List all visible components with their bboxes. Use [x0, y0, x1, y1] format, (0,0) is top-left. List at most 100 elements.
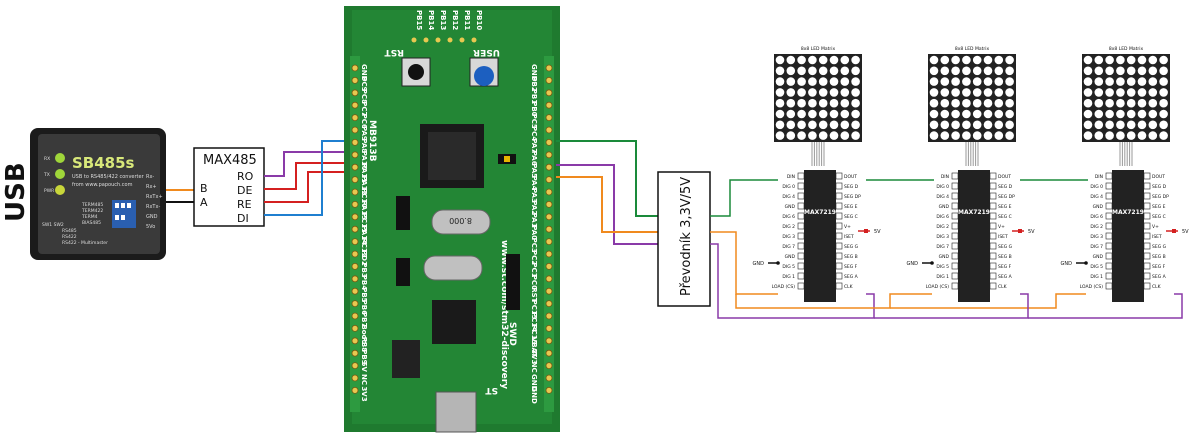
max7219-left-pin: DIG 6	[782, 214, 795, 220]
converter-led-label: PWR	[44, 188, 54, 194]
board-left-pin-label: PA14	[360, 225, 368, 245]
max7219-chip-icon	[804, 170, 836, 302]
board-right-pin-label: PC0	[530, 275, 538, 290]
max7219-right-pin: SEG A	[1152, 274, 1167, 280]
max7219-right-pin: ISET	[1152, 234, 1162, 240]
max7219-left-pin: LOAD (CS)	[926, 284, 950, 290]
max7219-right-pin: CLK	[844, 284, 854, 290]
max7219-right-pin: SEG F	[1152, 264, 1166, 270]
max7219-left-pin: DIN	[1095, 174, 1103, 180]
max7219-right-pin: SEG A	[844, 274, 859, 280]
wire-orange	[556, 176, 658, 233]
board-url: www.st.com/stm32-discovery	[499, 240, 509, 389]
board-right-pin-label: GND	[530, 374, 538, 392]
max485-pin-a: A	[200, 196, 208, 209]
board-left-pin-label: PA10	[360, 151, 368, 171]
max7219-right-pin: SEG D	[844, 184, 859, 190]
board-left-pin-label: PA9	[360, 126, 368, 141]
board-right-pin-label: GND	[530, 64, 538, 82]
max7219-right-pin: SEG C	[844, 214, 858, 220]
max7219-right-pin: ISET	[998, 234, 1008, 240]
max7219-right-pin: SEG E	[1152, 204, 1166, 210]
max7219-right-pin: SEG G	[998, 244, 1013, 250]
board-swd-label: SWD	[507, 322, 517, 346]
board-top-pin-label: PB14	[427, 10, 435, 30]
converter-side-label: GND	[146, 214, 158, 220]
max7219-right-pin: DOUT	[1152, 174, 1165, 180]
board-left-pin-label: PD2	[360, 250, 368, 266]
board-left-pin-label: GND	[360, 64, 368, 82]
max7219-right-pin: SEG F	[844, 264, 858, 270]
board-right-pin-label: PA3	[530, 188, 538, 203]
vplus-5v-label: 5V	[1028, 229, 1035, 235]
board-left-pin-label: 3V3	[360, 386, 368, 401]
board-right-pin-label: PB2	[530, 76, 538, 91]
board-user-label: USER	[473, 47, 500, 57]
converter-switch-label: TERM4	[81, 214, 98, 220]
gnd-label: GND	[1061, 261, 1073, 267]
max7219-right-pin: SEG A	[998, 274, 1013, 280]
max7219-right-pin: ISET	[844, 234, 854, 240]
reset-button-icon	[408, 64, 424, 80]
board-right-pin-label: GND	[530, 386, 538, 404]
converter-led-label: TX	[43, 172, 50, 178]
max7219-left-pin: DIG 0	[782, 184, 795, 190]
max7219-right-pin: DOUT	[844, 174, 857, 180]
max7219-right-pin: SEG C	[998, 214, 1012, 220]
pwr-led-icon	[55, 185, 65, 195]
led-matrix-title: 8x8 LED Matrix	[1109, 46, 1144, 52]
max7219-left-pin: LOAD (CS)	[772, 284, 796, 290]
svg-text:ST: ST	[485, 385, 498, 395]
max7219-right-pin: V+	[998, 224, 1005, 230]
board-left-pin-label: PC6	[360, 114, 368, 129]
converter-url: from www.papouch.com	[72, 182, 133, 188]
board-right-pin-label: PA6	[530, 151, 538, 166]
max485-pin-de: DE	[237, 184, 252, 197]
max7219-label: MAX7219	[804, 209, 836, 216]
wire-green	[556, 140, 658, 217]
converter-switch-label: TERM422	[81, 208, 103, 214]
crystal-label: 8.000	[449, 216, 472, 225]
stm32-discovery-board: GNDPC9PC8PC7PC6PA9PA8PA10PA11PA12PC10PA1…	[344, 6, 560, 433]
max485-module: MAX485 B A RO DE RE DI	[193, 147, 265, 227]
board-right-pin-label: NC	[530, 362, 538, 373]
board-right-pin-label: PA1	[530, 213, 538, 228]
board-right-pin-label: PA2	[530, 200, 538, 215]
board-right-pin-label: PC5	[530, 114, 538, 129]
max7219-left-pin: DIG 7	[1090, 244, 1103, 250]
max7219-left-pin: DIG 2	[1090, 224, 1103, 230]
converter-switch-label: BIAS485	[82, 220, 101, 226]
max485-pin-re: RE	[237, 198, 252, 211]
max7219-right-pin: SEG D	[1152, 184, 1167, 190]
converter-mode-label: RS485	[62, 228, 77, 234]
max7219-left-pin: DIG 4	[782, 194, 795, 200]
max7219-right-pin: SEG DP	[998, 194, 1015, 200]
gnd-label: GND	[907, 261, 919, 267]
led-matrix-icon	[928, 54, 1016, 142]
wire-re	[264, 171, 346, 203]
board-rst-label: RST	[384, 47, 404, 57]
max7219-left-pin: DIG 1	[1090, 274, 1103, 280]
max7219-right-pin: CLK	[998, 284, 1008, 290]
board-right-pin-label: PA5	[530, 163, 538, 178]
level-converter: Převodník 3,3V/5V	[657, 171, 711, 307]
max7219-left-pin: DIG 2	[936, 224, 949, 230]
board-top-pin-label: PB11	[463, 10, 471, 30]
board-right-pin-label: PA7	[530, 138, 538, 153]
max7219-right-pin: V+	[844, 224, 851, 230]
board-top-pin-label: PB10	[475, 10, 483, 30]
max7219-right-pin: SEG DP	[1152, 194, 1169, 200]
max7219-left-pin: LOAD (CS)	[1080, 284, 1104, 290]
converter-side-label: Rx-	[146, 174, 154, 180]
converter-mode-label: RS422	[62, 234, 77, 240]
board-left-pin-label: PA11	[360, 163, 368, 183]
max7219-left-pin: DIG 1	[782, 274, 795, 280]
max7219-left-pin: DIG 6	[936, 214, 949, 220]
board-left-pin-label: Boot	[360, 324, 368, 343]
wire-purple	[556, 164, 658, 245]
max7219-left-pin: GND	[785, 254, 796, 260]
max7219-left-pin: DIG 4	[1090, 194, 1103, 200]
max7219-left-pin: GND	[1093, 204, 1104, 210]
board-right-pin-label: PC13	[530, 300, 538, 320]
board-left-pin-label: PB8	[360, 337, 368, 352]
